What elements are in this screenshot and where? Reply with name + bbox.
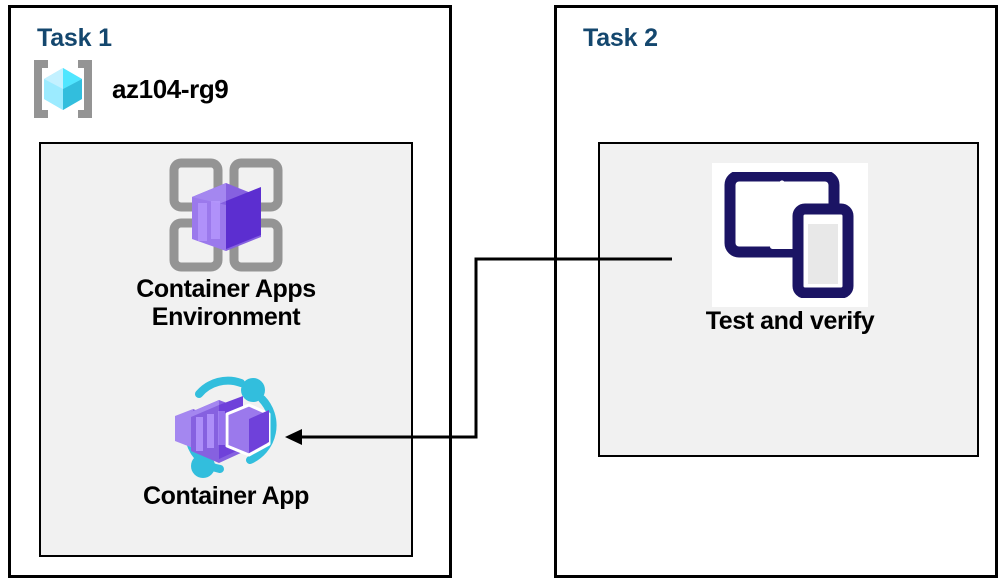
azure-container-apps-environment-icon: [166, 157, 286, 275]
node-container-app[interactable]: Container App: [70, 372, 382, 510]
task-2-title: Task 2: [583, 24, 658, 52]
azure-container-app-icon: [165, 372, 287, 482]
devices-test-icon: [724, 172, 856, 298]
devices-test-icon-frame: [712, 163, 868, 307]
node-test-and-verify[interactable]: Test and verify: [640, 163, 940, 335]
node-container-app-label: Container App: [142, 482, 310, 510]
node-test-and-verify-label: Test and verify: [705, 307, 875, 335]
node-container-apps-environment[interactable]: Container Apps Environment: [70, 157, 382, 331]
azure-resource-group-icon: [30, 58, 96, 120]
resource-group-row: az104-rg9: [30, 58, 229, 120]
task-1-title: Task 1: [37, 24, 112, 52]
resource-group-label: az104-rg9: [112, 73, 229, 104]
node-container-apps-environment-label: Container Apps Environment: [136, 275, 316, 331]
